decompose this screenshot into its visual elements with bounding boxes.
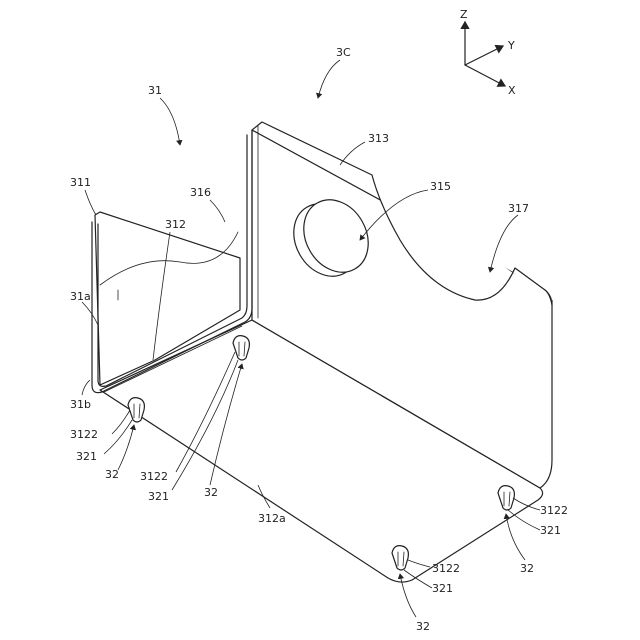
label-32-a: 32 <box>105 468 119 481</box>
y-axis-label: Y <box>507 39 515 52</box>
label-31: 31 <box>148 84 162 97</box>
label-312: 312 <box>165 218 186 231</box>
leader-311 <box>85 190 96 215</box>
z-axis-label: Z <box>460 8 468 21</box>
label-317: 317 <box>508 202 529 215</box>
leader-321-a <box>104 420 132 454</box>
leader-31a <box>82 302 98 325</box>
label-3C: 3C <box>336 46 351 59</box>
leader-31b <box>82 380 90 395</box>
x-axis-label: X <box>508 84 516 97</box>
label-321-b: 321 <box>148 490 169 503</box>
label-3122-c: 3122 <box>540 504 568 517</box>
clip-left-front <box>128 398 144 422</box>
label-321-c: 321 <box>540 524 561 537</box>
label-311: 311 <box>70 176 91 189</box>
label-315: 315 <box>430 180 451 193</box>
label-3122-a: 3122 <box>70 428 98 441</box>
label-32-b: 32 <box>204 486 218 499</box>
label-3122-d: 3122 <box>432 562 460 575</box>
label-31b: 31b <box>70 398 91 411</box>
leader-31 <box>160 98 180 145</box>
x-axis-arrow <box>465 65 505 86</box>
label-31a: 31a <box>70 290 91 303</box>
leader-316 <box>210 200 225 222</box>
label-32-c: 32 <box>520 562 534 575</box>
label-316: 316 <box>190 186 211 199</box>
housing-body <box>92 122 552 582</box>
y-axis-arrow <box>465 46 503 65</box>
leader-32-a <box>118 425 134 470</box>
label-321-d: 321 <box>432 582 453 595</box>
label-321-a: 321 <box>76 450 97 463</box>
label-32-d: 32 <box>416 620 430 633</box>
label-313: 313 <box>368 132 389 145</box>
leader-3122-a <box>112 410 130 434</box>
axes-indicator: Z Y X <box>460 8 516 97</box>
leader-3C <box>318 60 340 98</box>
label-3122-b: 3122 <box>140 470 168 483</box>
label-312a: 312a <box>258 512 286 525</box>
